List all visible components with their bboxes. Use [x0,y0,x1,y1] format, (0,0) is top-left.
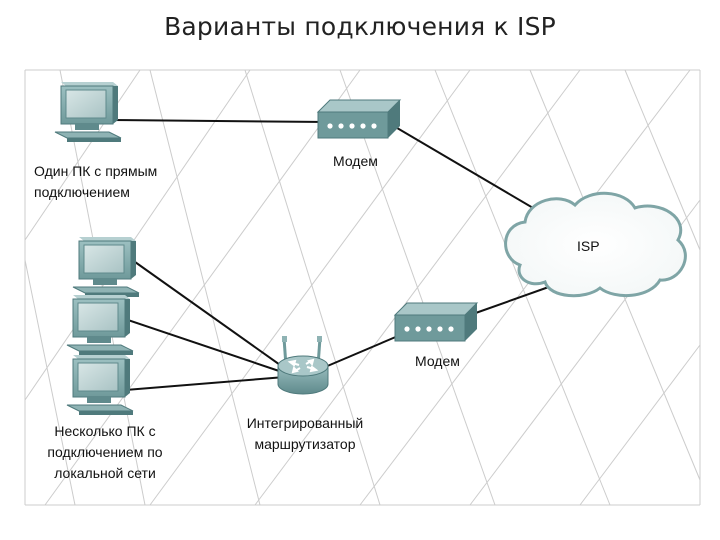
single-pc-label-line1: Один ПК с прямым [34,163,158,179]
link-pc3-router [121,317,289,375]
single-pc-label: Один ПК с прямым подключением [34,161,157,203]
pc-icon [66,295,134,355]
pc-icon [72,237,140,297]
link-pc2-router [127,256,291,373]
link-modem-isp [391,124,546,216]
link-pc4-router [125,376,286,391]
modem-icon [316,99,402,139]
pc-icon [54,82,122,142]
link-router-modem [317,332,406,371]
multi-pc-label: Несколько ПК с подключением по локальной… [30,421,180,484]
modem-icon [393,302,479,342]
router-icon [277,336,329,395]
modem-top-label: Модем [333,153,378,169]
link-pc-modem [109,119,329,123]
pc-icon [66,355,134,415]
page-title: Варианты подключения к ISP [164,12,556,41]
single-pc-label-line2: подключением [34,184,130,200]
isp-label: ISP [577,238,600,254]
link-modem-isp-bottom [469,282,561,316]
multi-pc-label-line3: локальной сети [54,465,156,481]
router-label-line2: маршрутизатор [254,436,356,452]
modem-bottom-label: Модем [415,353,460,369]
router-label-line1: Интегрированный [246,415,364,431]
multi-pc-label-line1: Несколько ПК с [54,423,156,439]
connections [109,119,561,391]
cloud-icon [504,191,687,298]
multi-pc-label-line2: подключением по [47,444,163,460]
router-label: Интегрированный маршрутизатор [240,413,370,455]
